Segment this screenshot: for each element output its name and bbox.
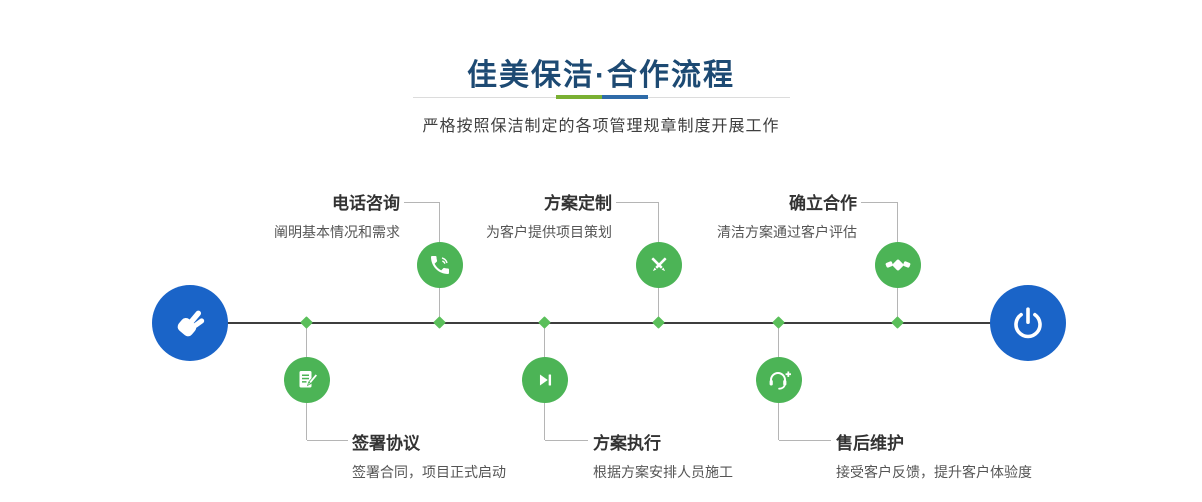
- timeline-start-node: [152, 285, 228, 361]
- step-desc: 为客户提供项目策划: [486, 224, 612, 240]
- hand-pointer-icon: [177, 310, 205, 337]
- step-circle-handshake: [875, 242, 921, 288]
- headset-icon: [769, 371, 791, 390]
- handshake-icon: [885, 259, 911, 271]
- diamond-marker: [538, 316, 551, 329]
- diamond-marker: [891, 316, 904, 329]
- step-text-execute: 方案执行 根据方案安排人员施工: [593, 429, 733, 482]
- step-title: 签署协议: [352, 434, 420, 453]
- step-circle-contract: [284, 357, 330, 403]
- step-text-contract: 签署协议 签署合同，项目正式启动: [352, 429, 506, 482]
- step-circle-design: [636, 242, 682, 288]
- page-subtitle: 严格按照保洁制定的各项管理规章制度开展工作: [422, 118, 780, 135]
- power-icon: [1014, 307, 1042, 339]
- diamond-marker: [300, 316, 313, 329]
- timeline-end-node: [990, 285, 1066, 361]
- connector-step4-horizontal: [307, 440, 348, 441]
- connector-step5-horizontal: [545, 440, 588, 441]
- diamond-marker: [433, 316, 446, 329]
- step-title: 售后维护: [836, 434, 904, 453]
- connector-step3-horizontal: [861, 202, 898, 203]
- phone-icon: [431, 256, 449, 274]
- step-text-support: 售后维护 接受客户反馈，提升客户体验度: [836, 429, 1032, 482]
- step-desc: 清洁方案通过客户评估: [717, 224, 857, 240]
- step-title: 方案定制: [544, 194, 612, 213]
- timeline-line: [190, 322, 1030, 324]
- step-title: 方案执行: [593, 434, 661, 453]
- divider-green-segment: [556, 95, 602, 99]
- play-icon: [539, 374, 552, 386]
- step-title: 确立合作: [789, 194, 857, 213]
- step-desc: 签署合同，项目正式启动: [352, 464, 506, 480]
- step-text-design: 方案定制 为客户提供项目策划: [486, 189, 612, 242]
- contract-icon: [299, 371, 318, 388]
- step-desc: 接受客户反馈，提升客户体验度: [836, 464, 1032, 480]
- page-title: 佳美保洁·合作流程: [467, 59, 735, 92]
- connector-step1-horizontal: [404, 202, 440, 203]
- step-desc: 阐明基本情况和需求: [274, 224, 400, 240]
- step-circle-support: [756, 357, 802, 403]
- diamond-marker: [772, 316, 785, 329]
- connector-step6-horizontal: [779, 440, 831, 441]
- step-text-phone: 电话咨询 阐明基本情况和需求: [274, 189, 400, 242]
- diamond-marker: [652, 316, 665, 329]
- divider-blue-segment: [602, 95, 648, 99]
- step-desc: 根据方案安排人员施工: [593, 464, 733, 480]
- connector-step2-horizontal: [616, 202, 659, 203]
- step-circle-phone: [417, 242, 463, 288]
- step-title: 电话咨询: [332, 194, 400, 213]
- step-text-handshake: 确立合作 清洁方案通过客户评估: [717, 189, 857, 242]
- title-divider-accent: [556, 95, 648, 99]
- step-circle-execute: [522, 357, 568, 403]
- design-tools-icon: [651, 257, 667, 272]
